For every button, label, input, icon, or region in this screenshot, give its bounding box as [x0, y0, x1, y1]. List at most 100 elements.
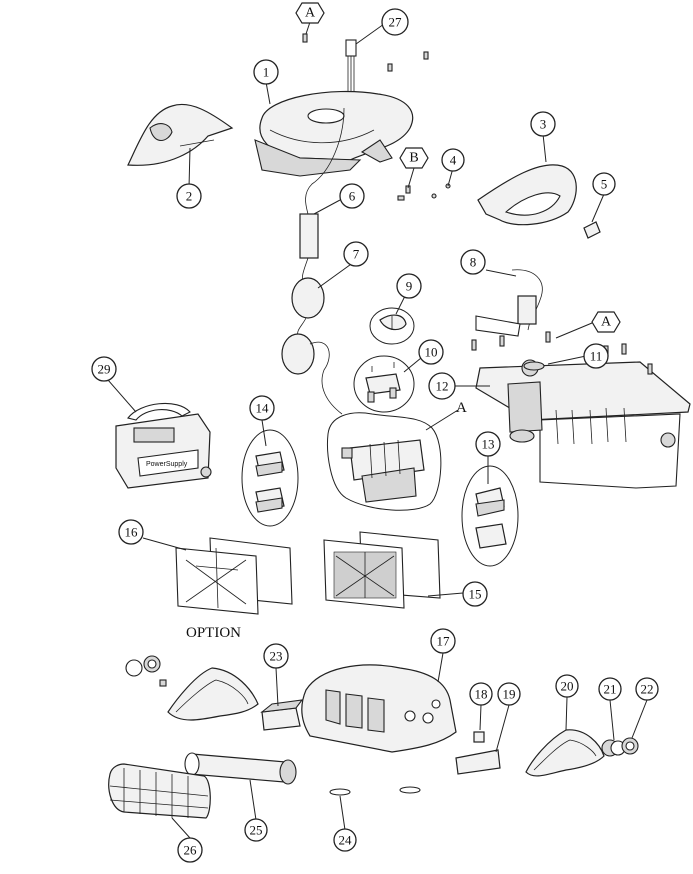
- svg-text:24: 24: [339, 833, 353, 848]
- part-8-swivel-cable: [475, 269, 543, 337]
- svg-text:20: 20: [561, 679, 574, 694]
- part-10-bracket: [365, 362, 401, 403]
- svg-text:13: 13: [482, 437, 495, 452]
- screws-top: [302, 33, 429, 72]
- part-29-power-supply: PowerSupply: [115, 402, 212, 489]
- svg-text:11: 11: [590, 349, 603, 364]
- track-right: [525, 729, 605, 777]
- callout-4: 4: [441, 148, 465, 172]
- svg-text:16: 16: [125, 525, 139, 540]
- part-15-filter-panels: [323, 531, 441, 609]
- svg-text:18: 18: [475, 687, 488, 702]
- part-23-block: [260, 699, 304, 731]
- callout-20: 20: [555, 674, 579, 698]
- svg-text:A: A: [305, 6, 316, 21]
- part-11-seal: [523, 361, 545, 371]
- part-13-filter-pads: [461, 465, 519, 567]
- callout-7: 7: [343, 241, 369, 267]
- parts-21-22-wheels: [601, 737, 639, 757]
- part-7-floats: [281, 277, 343, 415]
- track-left: [167, 667, 259, 721]
- callout-9: 9: [396, 273, 422, 299]
- callout-12: 12: [428, 372, 456, 400]
- svg-text:12: 12: [436, 379, 449, 394]
- part-3-side-cover-right: [477, 164, 577, 226]
- svg-text:14: 14: [256, 401, 270, 416]
- part-5-clip: [583, 221, 601, 239]
- part-16-filter-panels: [175, 537, 293, 615]
- callout-6: 6: [339, 183, 365, 209]
- callout-23: 23: [263, 643, 289, 669]
- svg-text:23: 23: [270, 649, 283, 664]
- svg-text:A: A: [601, 315, 612, 330]
- part-19-block: [455, 749, 501, 775]
- part-4-fastener: [431, 183, 451, 199]
- part-10-outline: [353, 355, 415, 413]
- svg-text:25: 25: [250, 823, 263, 838]
- callout-15: 15: [462, 581, 488, 607]
- callout-13: 13: [475, 431, 501, 457]
- svg-text:19: 19: [503, 687, 516, 702]
- part-6-cable: [299, 107, 345, 285]
- part-9-clip: [379, 314, 407, 331]
- callout-1: 1: [253, 59, 279, 85]
- part-1-top-cover: [254, 90, 414, 177]
- wheel-left: [125, 655, 167, 687]
- callout-5: 5: [592, 172, 616, 196]
- part-14-filter-pads: [241, 429, 299, 527]
- callout-3: 3: [530, 111, 556, 137]
- subassembly-a-label: A: [456, 400, 467, 416]
- callout-22: 22: [635, 677, 659, 701]
- svg-text:21: 21: [604, 682, 617, 697]
- part-26-brush: [108, 763, 211, 819]
- callout-17: 17: [430, 628, 456, 654]
- svg-text:1: 1: [263, 65, 270, 80]
- svg-text:27: 27: [389, 15, 403, 30]
- callout-14: 14: [249, 395, 275, 421]
- svg-text:2: 2: [186, 189, 193, 204]
- callout-24: 24: [333, 828, 357, 852]
- svg-text:26: 26: [184, 843, 198, 858]
- svg-text:3: 3: [540, 117, 547, 132]
- part-17-chassis: [301, 664, 457, 753]
- marker-a-top: A: [295, 2, 325, 24]
- part-2-side-cover-left: [127, 103, 234, 166]
- svg-text:6: 6: [349, 189, 356, 204]
- callout-16: 16: [118, 519, 144, 545]
- callout-19: 19: [497, 682, 521, 706]
- part-24-discs: [329, 786, 421, 796]
- marker-a-right: A: [591, 311, 621, 333]
- svg-text:10: 10: [425, 345, 438, 360]
- callout-11: 11: [583, 343, 609, 369]
- part-12-motor-block: [475, 359, 691, 489]
- part-9-outline: [369, 307, 415, 345]
- callout-18: 18: [469, 682, 493, 706]
- callout-8: 8: [460, 249, 486, 275]
- power-supply-brand-text: PowerSupply: [146, 461, 188, 468]
- svg-text:15: 15: [469, 587, 482, 602]
- callout-26: 26: [177, 837, 203, 863]
- svg-text:17: 17: [437, 634, 451, 649]
- svg-text:7: 7: [353, 247, 360, 262]
- callout-25: 25: [244, 818, 268, 842]
- callout-27: 27: [381, 8, 409, 36]
- leader-lines: [107, 21, 648, 839]
- svg-text:9: 9: [406, 279, 413, 294]
- marker-b: B: [399, 147, 429, 169]
- svg-text:4: 4: [450, 153, 457, 168]
- callout-10: 10: [418, 339, 444, 365]
- option-caption: OPTION: [186, 625, 241, 641]
- svg-text:5: 5: [601, 177, 608, 192]
- svg-text:8: 8: [470, 255, 477, 270]
- callout-29: 29: [91, 356, 117, 382]
- callout-21: 21: [598, 677, 622, 701]
- part-25-roller: [184, 752, 297, 785]
- part-a-motor-subassembly: [327, 412, 442, 511]
- callout-2: 2: [176, 183, 202, 209]
- part-b-fasteners: [397, 185, 411, 201]
- part-18-bushing: [473, 731, 485, 743]
- svg-text:29: 29: [98, 362, 111, 377]
- svg-text:22: 22: [641, 682, 654, 697]
- svg-text:B: B: [409, 151, 418, 166]
